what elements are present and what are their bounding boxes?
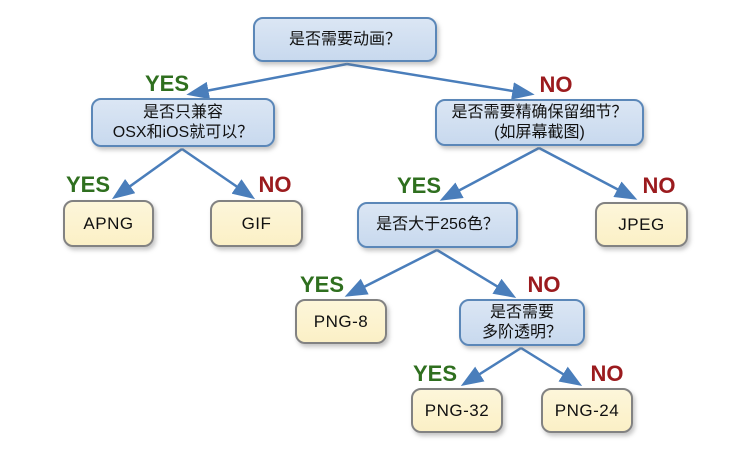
edge-animation-yes-osx <box>186 62 348 100</box>
question-text-line2: OSX和iOS就可以？ <box>112 123 254 141</box>
leaf-png24: PNG-24 <box>541 388 633 433</box>
edge-label-yes-256: YES <box>299 272 345 297</box>
leaf-label: PNG-8 <box>313 311 369 331</box>
edge-transparency-yes-png32 <box>460 346 522 387</box>
edge-256-no-transparency <box>436 248 517 298</box>
edge-256-yes-png8 <box>344 248 438 297</box>
question-text: 是否需要动画？ <box>288 30 401 48</box>
question-text-line1: 是否需要精确保留细节？ <box>451 103 628 121</box>
leaf-png8: PNG-8 <box>295 299 387 344</box>
question-osx-ios-only: 是否只兼容 OSX和iOS就可以？ <box>91 98 275 147</box>
edge-label-no-detail: NO <box>642 173 676 198</box>
edge-label-yes-animation: YES <box>144 71 190 96</box>
question-text: 是否大于256色？ <box>376 216 499 233</box>
edge-label-yes-detail: YES <box>396 173 442 198</box>
edge-label-yes-transparency: YES <box>412 361 458 386</box>
question-multilevel-transparency: 是否需要 多阶透明？ <box>459 299 585 346</box>
edge-animation-no-detail <box>346 62 535 100</box>
question-text-line2: 多阶透明？ <box>481 323 562 341</box>
edge-transparency-no-png24 <box>520 346 583 386</box>
leaf-label: APNG <box>83 213 134 233</box>
leaf-png32: PNG-32 <box>411 388 503 433</box>
question-preserve-detail: 是否需要精确保留细节？ (如屏幕截图) <box>435 99 644 146</box>
leaf-label: GIF <box>241 213 272 233</box>
leaf-label: PNG-24 <box>554 400 620 420</box>
leaf-apng: APNG <box>63 200 154 247</box>
edge-label-no-transparency: NO <box>590 361 624 386</box>
edge-osx-no-gif <box>181 147 256 200</box>
edge-label-no-256: NO <box>527 272 561 297</box>
edge-detail-no-jpeg <box>538 146 638 200</box>
edge-osx-yes-apng <box>111 147 183 200</box>
edge-detail-yes-256 <box>439 146 540 201</box>
question-need-animation: 是否需要动画？ <box>253 17 437 62</box>
leaf-label: PNG-32 <box>424 400 490 420</box>
question-text-line1: 是否只兼容 <box>142 103 223 121</box>
leaf-label: JPEG <box>618 214 665 234</box>
leaf-gif: GIF <box>210 200 303 247</box>
question-text-line2: (如屏幕截图) <box>494 123 585 141</box>
leaf-jpeg: JPEG <box>595 202 688 247</box>
edge-label-no-osx: NO <box>258 172 292 197</box>
question-text-line1: 是否需要 <box>489 303 554 321</box>
edge-label-no-animation: NO <box>539 72 573 97</box>
question-more-than-256-colors: 是否大于256色？ <box>357 202 518 248</box>
edge-label-yes-osx: YES <box>65 172 111 197</box>
